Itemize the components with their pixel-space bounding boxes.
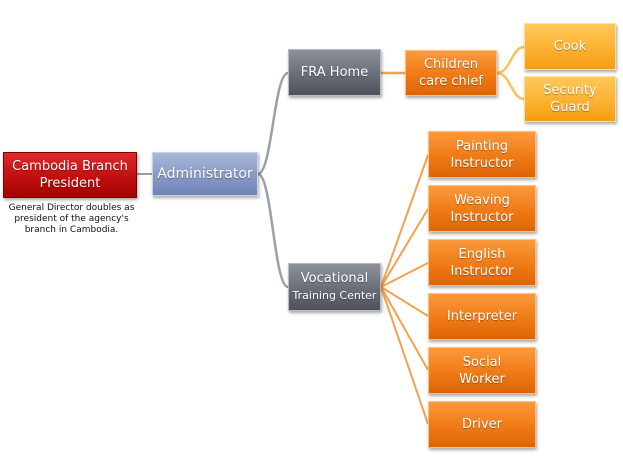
vocational-label-line1: Vocational bbox=[300, 271, 369, 286]
interpreter-box: Interpreter bbox=[428, 293, 536, 340]
connector-administrator-vocational bbox=[257, 172, 289, 289]
connector-vocational-driver bbox=[380, 286, 429, 425]
vocational-label-line2: Training Center bbox=[292, 289, 377, 302]
connector-chief-cook bbox=[496, 45, 525, 75]
children-care-chief-label: Children care chief bbox=[419, 57, 483, 89]
english-instructor-label: English Instructor bbox=[450, 246, 514, 279]
connector-vocational-english bbox=[380, 262, 429, 288]
security-guard-box: Security Guard bbox=[524, 76, 616, 122]
administrator-label: Administrator bbox=[157, 165, 253, 182]
president-note-text: General Director doubles as president of… bbox=[8, 203, 135, 235]
connector-vocational-social-worker bbox=[380, 286, 429, 371]
cook-label: Cook bbox=[553, 39, 587, 54]
connector-administrator-fra-home bbox=[257, 71, 289, 176]
weaving-instructor-box: Weaving Instructor bbox=[428, 185, 536, 232]
painting-instructor-box: Painting Instructor bbox=[428, 131, 536, 178]
president-note: General Director doubles as president of… bbox=[0, 203, 143, 236]
interpreter-label: Interpreter bbox=[446, 309, 518, 324]
painting-instructor-label: Painting Instructor bbox=[450, 138, 514, 171]
administrator-box: Administrator bbox=[152, 152, 258, 196]
fra-home-label: FRA Home bbox=[300, 65, 369, 80]
connector-vocational-weaving bbox=[380, 208, 429, 288]
social-worker-box: Social Worker bbox=[428, 347, 536, 394]
children-care-chief-box: Children care chief bbox=[405, 50, 497, 96]
connector-vocational-painting bbox=[380, 154, 429, 288]
connector-vocational-interpreter bbox=[380, 286, 429, 317]
president-label: Cambodia Branch President bbox=[12, 159, 128, 191]
vocational-training-center-box: Vocational Training Center bbox=[288, 263, 381, 311]
connector-chief-security-guard bbox=[496, 71, 525, 101]
fra-home-box: FRA Home bbox=[288, 49, 381, 96]
security-guard-label: Security Guard bbox=[543, 83, 597, 115]
english-instructor-box: English Instructor bbox=[428, 239, 536, 286]
driver-box: Driver bbox=[428, 401, 536, 448]
social-worker-label: Social Worker bbox=[459, 354, 505, 387]
cook-box: Cook bbox=[524, 23, 616, 70]
president-box: Cambodia Branch President bbox=[3, 152, 137, 198]
weaving-instructor-label: Weaving Instructor bbox=[450, 192, 514, 225]
driver-label: Driver bbox=[461, 417, 502, 432]
